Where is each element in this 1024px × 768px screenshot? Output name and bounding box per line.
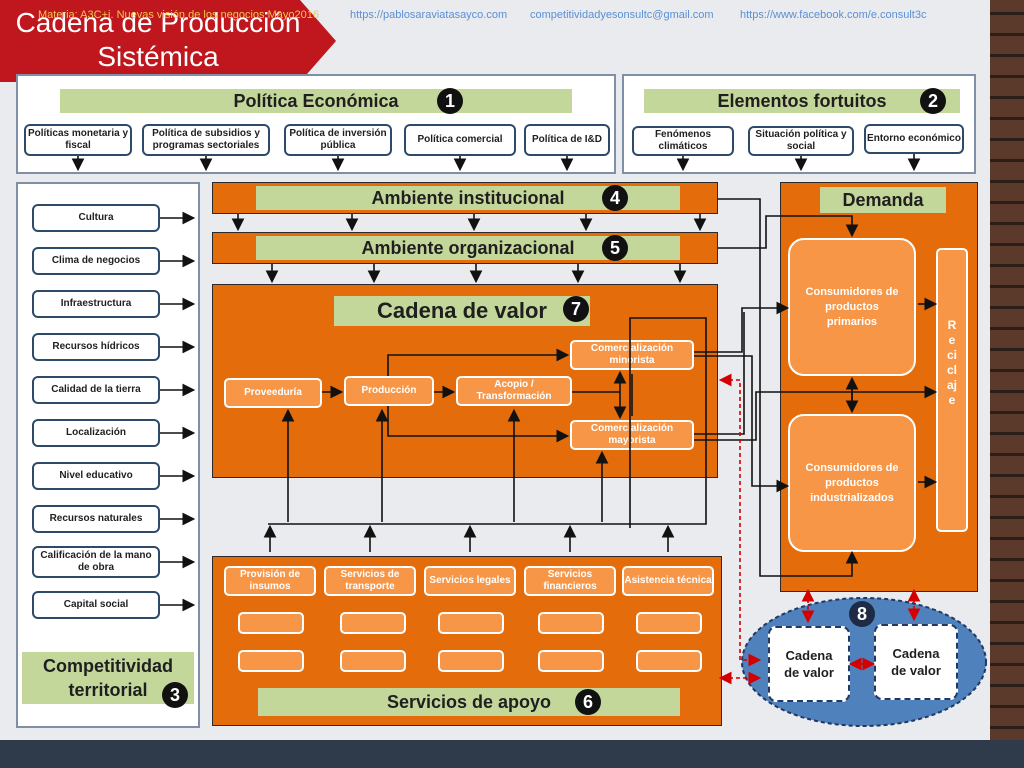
title-banner <box>0 0 336 82</box>
fortuitos-header-label: Elementos fortuitos <box>717 91 887 111</box>
competitividad-label-text: Competitividad territorial <box>42 656 173 700</box>
politica-item-5: Política de I&D <box>524 124 610 156</box>
competitividad-item-1: Cultura <box>32 204 160 232</box>
reciclaje-text: Reciclaje <box>947 318 958 407</box>
servicio-item-3: Servicios legales <box>424 566 516 596</box>
footer-web-link[interactable]: https://pablosaraviatasayco.com <box>350 9 508 21</box>
fortuitos-header: Elementos fortuitos <box>644 89 960 113</box>
servicio-sub-1a <box>238 612 304 634</box>
servicio-item-5: Asistencia técnica <box>622 566 714 596</box>
servicio-sub-3a <box>438 612 504 634</box>
competitividad-item-9: Calificación de la mano de obra <box>32 546 160 578</box>
demanda-label-bg: Demanda <box>820 187 946 213</box>
cadena-label: Cadena de valor <box>377 298 547 323</box>
organizacional-number: 5 <box>602 235 628 261</box>
politica-item-1: Políticas monetaria y fiscal <box>24 124 132 156</box>
brick-wall-background <box>990 0 1024 768</box>
footer-bar <box>0 740 1024 768</box>
competitividad-item-8: Recursos naturales <box>32 505 160 533</box>
competitividad-item-5: Calidad de la tierra <box>32 376 160 404</box>
institucional-label: Ambiente institucional <box>371 188 565 208</box>
competitividad-item-3: Infraestructura <box>32 290 160 318</box>
politica-item-2: Política de subsidios y programas sector… <box>142 124 270 156</box>
institucional-number: 4 <box>602 185 628 211</box>
competitividad-item-10: Capital social <box>32 591 160 619</box>
politica-item-3: Política de inversión pública <box>284 124 392 156</box>
servicio-sub-5b <box>636 650 702 672</box>
competitividad-item-2: Clima de negocios <box>32 247 160 275</box>
page-title: Cadena de Producción Sistémica <box>15 7 301 72</box>
otra-cadena-left: Cadena de valor <box>768 626 850 702</box>
fortuitos-item-2: Situación política y social <box>748 126 854 156</box>
node-acopio: Acopio / Transformación <box>456 376 572 406</box>
servicio-item-2: Servicios de transporte <box>324 566 416 596</box>
servicio-sub-4a <box>538 612 604 634</box>
node-mayorista: Comercialización mayorista <box>570 420 694 450</box>
footer-email-link[interactable]: competitividadyesonsultc@gmail.com <box>530 9 714 21</box>
otras-number: 8 <box>849 601 875 627</box>
node-proveeduria: Proveeduría <box>224 378 322 408</box>
competitividad-number: 3 <box>162 682 188 708</box>
node-produccion: Producción <box>344 376 434 406</box>
footer-facebook-link[interactable]: https://www.facebook.com/e.consult3c <box>740 9 927 21</box>
servicios-number: 6 <box>575 689 601 715</box>
cadena-number: 7 <box>563 296 589 322</box>
servicio-sub-4b <box>538 650 604 672</box>
servicio-sub-1b <box>238 650 304 672</box>
organizacional-label: Ambiente organizacional <box>361 238 575 258</box>
footer-materia: Materia: A3C+i. Nuevas visión de los neg… <box>38 9 319 21</box>
fortuitos-item-3: Entorno económico <box>864 124 964 154</box>
politica-header: Política Económica <box>60 89 572 113</box>
demanda-label: Demanda <box>842 190 924 210</box>
politica-item-4: Política comercial <box>404 124 516 156</box>
politica-header-label: Política Económica <box>233 91 399 111</box>
fortuitos-number: 2 <box>920 88 946 114</box>
servicios-label: Servicios de apoyo <box>386 692 552 712</box>
servicios-label-bg: Servicios de apoyo <box>258 688 680 716</box>
reciclaje-label: Reciclaje <box>944 318 960 408</box>
competitividad-item-7: Nivel educativo <box>32 462 160 490</box>
node-minorista: Comercialización minorista <box>570 340 694 370</box>
otra-cadena-right: Cadena de valor <box>874 624 958 700</box>
fortuitos-item-1: Fenómenos climáticos <box>632 126 734 156</box>
servicio-item-4: Servicios financieros <box>524 566 616 596</box>
cadena-label-bg: Cadena de valor <box>334 296 590 326</box>
servicio-item-1: Provisión de insumos <box>224 566 316 596</box>
politica-number: 1 <box>437 88 463 114</box>
servicio-sub-2b <box>340 650 406 672</box>
servicio-sub-3b <box>438 650 504 672</box>
servicio-sub-5a <box>636 612 702 634</box>
competitividad-item-4: Recursos hídricos <box>32 333 160 361</box>
servicio-sub-2a <box>340 612 406 634</box>
competitividad-item-6: Localización <box>32 419 160 447</box>
